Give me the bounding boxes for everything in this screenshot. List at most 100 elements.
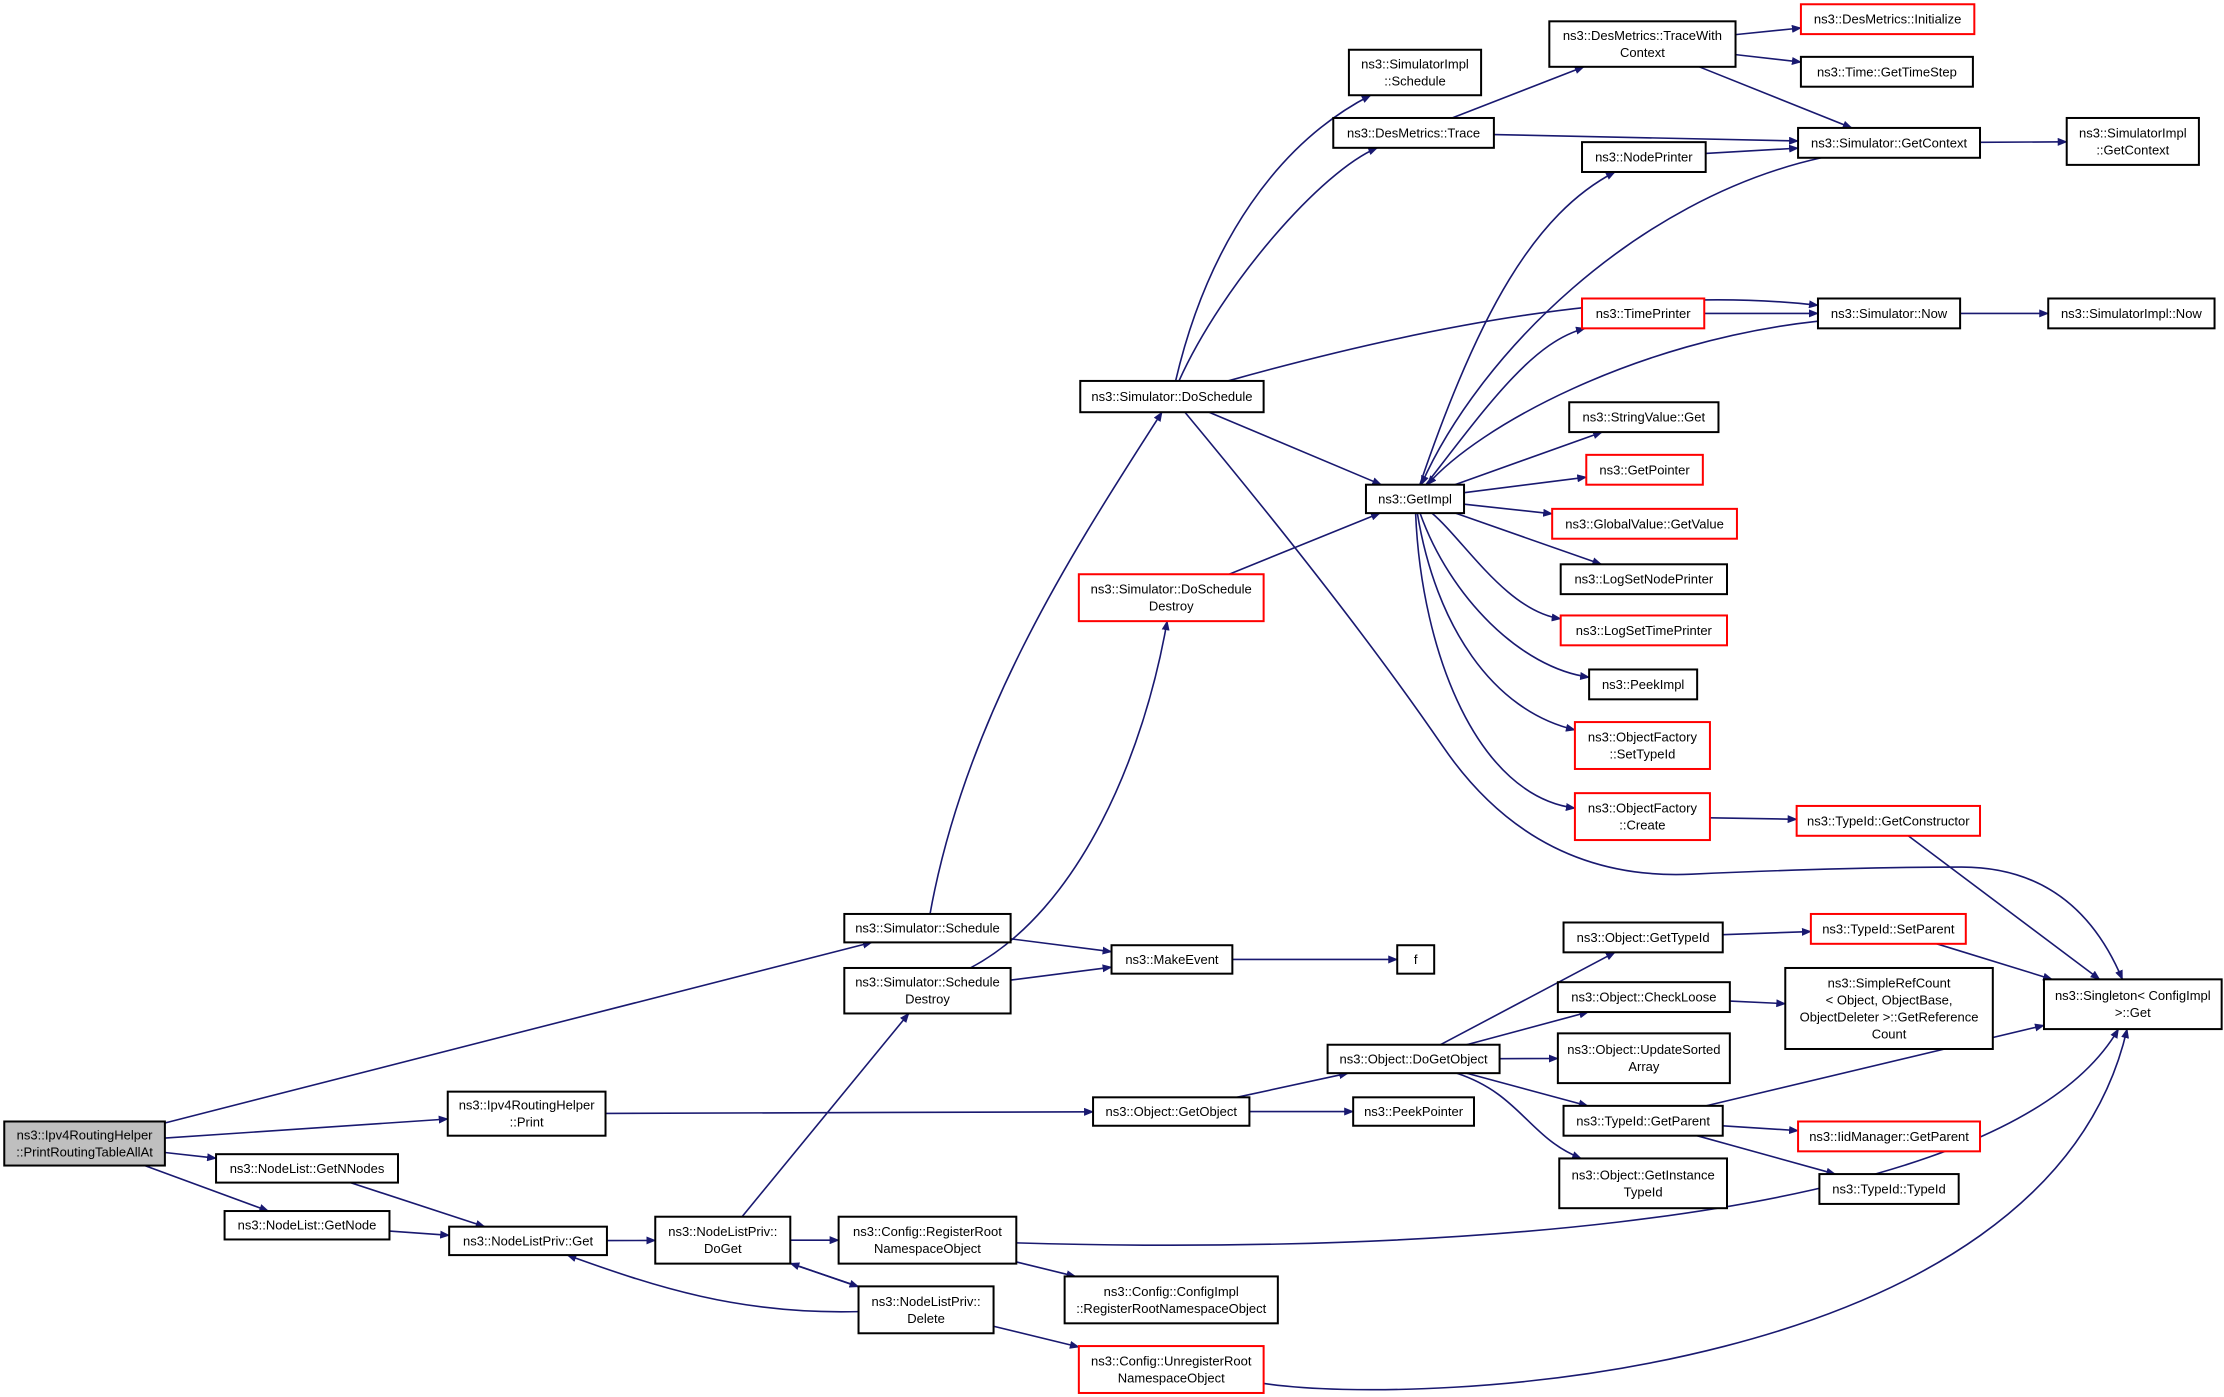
node-objfactcreate[interactable]: ns3::ObjectFactory::Create: [1573, 792, 1711, 842]
node-objcheckloose[interactable]: ns3::Object::CheckLoose: [1556, 981, 1731, 1014]
node-simgetcontext[interactable]: ns3::Simulator::GetContext: [1797, 126, 1982, 159]
node-timeprinter[interactable]: ns3::TimePrinter: [1581, 297, 1706, 330]
node-cfgunreg[interactable]: ns3::Config::UnregisterRootNamespaceObje…: [1077, 1345, 1265, 1394]
edge-cfgregroot-to-singletonget: [1016, 1028, 2120, 1246]
node-objgetobject[interactable]: ns3::Object::GetObject: [1092, 1096, 1251, 1127]
node-typeidtypeid[interactable]: ns3::TypeId::TypeId: [1818, 1173, 1960, 1205]
node-typeidgetparent[interactable]: ns3::TypeId::GetParent: [1562, 1104, 1724, 1137]
node-getnnodes[interactable]: ns3::NodeList::GetNNodes: [215, 1153, 399, 1184]
node-globalvaluegetvalue[interactable]: ns3::GlobalValue::GetValue: [1551, 507, 1738, 540]
edge-simdoschedule-to-singletonget: [1184, 411, 2124, 981]
node-box: [1799, 3, 1976, 36]
node-box: [654, 1215, 792, 1265]
node-singletonget[interactable]: ns3::Singleton< ConfigImpl >::Get: [2042, 978, 2223, 1031]
node-label: ns3::Config::RegisterRoot: [853, 1224, 1002, 1239]
node-ipv4print[interactable]: ns3::Ipv4RoutingHelper::Print: [446, 1090, 607, 1137]
node-getpointer[interactable]: ns3::GetPointer: [1585, 453, 1704, 486]
edge-simgetcontext-to-simimplgetcontext: [1980, 137, 2068, 146]
node-f[interactable]: f: [1396, 944, 1436, 975]
node-box: [1396, 944, 1436, 975]
edge-getnode-to-nlpget: [389, 1230, 451, 1239]
node-label: ::SetTypeId: [1610, 747, 1676, 762]
node-label: Array: [1628, 1059, 1660, 1074]
node-objfactsettypeid[interactable]: ns3::ObjectFactory::SetTypeId: [1573, 721, 1711, 770]
node-typeidsetparent[interactable]: ns3::TypeId::SetParent: [1809, 912, 1967, 945]
node-iidmanagergetparent[interactable]: ns3::IidManager::GetParent: [1797, 1120, 1982, 1153]
node-box: [1347, 48, 1483, 97]
node-makeevent[interactable]: ns3::MakeEvent: [1110, 944, 1234, 975]
node-label: ns3::PeekPointer: [1364, 1104, 1464, 1119]
node-typeidgetconstructor[interactable]: ns3::TypeId::GetConstructor: [1795, 804, 1982, 837]
node-nodeprinter[interactable]: ns3::NodePrinter: [1581, 141, 1707, 173]
node-box: [1585, 453, 1704, 486]
edge-objdogetobject-to-objgettypeid: [1440, 951, 1616, 1046]
node-label: ns3::NodeListPriv::: [668, 1224, 777, 1239]
node-objdogetobject[interactable]: ns3::Object::DoGetObject: [1326, 1043, 1501, 1075]
edge-nlpdelete-to-cfgunreg: [993, 1325, 1080, 1349]
node-simimplnow[interactable]: ns3::SimulatorImpl::Now: [2047, 297, 2216, 330]
node-label: ns3::LogSetNodePrinter: [1574, 572, 1713, 587]
node-root[interactable]: ns3::Ipv4RoutingHelper::PrintRoutingTabl…: [3, 1120, 166, 1167]
node-box: [223, 1210, 391, 1241]
node-timegettimestep[interactable]: ns3::Time::GetTimeStep: [1799, 55, 1974, 88]
node-box: [215, 1153, 399, 1184]
node-getimpl[interactable]: ns3::GetImpl: [1364, 483, 1466, 515]
node-box: [1581, 141, 1707, 173]
node-objgettypeid[interactable]: ns3::Object::GetTypeId: [1562, 921, 1724, 954]
node-simimplgetcontext[interactable]: ns3::SimulatorImpl::GetContext: [2065, 116, 2200, 166]
node-box: [1795, 804, 1982, 837]
edge-objcheckloose-to-simplerefcount: [1729, 999, 1787, 1008]
node-label: ns3::NodeList::GetNode: [238, 1218, 377, 1233]
node-label: ::RegisterRootNamespaceObject: [1076, 1301, 1266, 1316]
node-box: [1573, 792, 1711, 842]
node-label: f: [1414, 952, 1418, 967]
node-cfgimplreg[interactable]: ns3::Config::ConfigImpl::RegisterRootNam…: [1063, 1275, 1279, 1325]
node-box: [1077, 573, 1265, 623]
node-nlpdelete[interactable]: ns3::NodeListPriv::Delete: [857, 1285, 995, 1335]
node-box: [857, 1285, 995, 1335]
node-logsettimeprinter[interactable]: ns3::LogSetTimePrinter: [1559, 614, 1729, 647]
node-label: ns3::Object::CheckLoose: [1571, 990, 1716, 1005]
node-box: [2047, 297, 2216, 330]
node-nlpget[interactable]: ns3::NodeListPriv::Get: [448, 1225, 608, 1257]
node-simdoschedule[interactable]: ns3::Simulator::DoSchedule: [1079, 379, 1265, 414]
node-logsetnodeprinter[interactable]: ns3::LogSetNodePrinter: [1559, 563, 1729, 596]
edge-root-to-getnode: [144, 1164, 270, 1212]
edge-nlpdelete-to-nlpget: [566, 1254, 859, 1313]
node-peekpointer[interactable]: ns3::PeekPointer: [1352, 1096, 1475, 1127]
node-label: ns3::ObjectFactory: [1588, 730, 1698, 745]
node-label: >::Get: [2115, 1005, 2151, 1020]
node-label: ns3::Object::DoGetObject: [1340, 1051, 1489, 1066]
edge-simdoschedule-to-desmetricstrace: [1178, 147, 1379, 382]
edge-getimpl-to-globalvaluegetvalue: [1463, 503, 1554, 517]
node-simplerefcount[interactable]: ns3::SimpleRefCount< Object, ObjectBase,…: [1784, 966, 1994, 1050]
edge-simscheduledestroy-to-simdoscheduledestroy: [969, 620, 1170, 969]
edge-simgetcontext-to-getimpl: [1420, 156, 1822, 486]
edge-nodeprinter-to-simgetcontext: [1705, 144, 1800, 155]
node-box: [837, 1215, 1018, 1265]
node-desmetricstrace[interactable]: ns3::DesMetrics::Trace: [1332, 116, 1495, 149]
node-label: ns3::Simulator::Schedule: [855, 975, 1000, 990]
edge-typeidgetparent-to-iidmanagergetparent: [1722, 1125, 1800, 1135]
node-simnow[interactable]: ns3::Simulator::Now: [1816, 297, 1962, 330]
node-desmetricsinit[interactable]: ns3::DesMetrics::Initialize: [1799, 3, 1976, 36]
node-nlpdoget[interactable]: ns3::NodeListPriv::DoGet: [654, 1215, 792, 1265]
node-label: ns3::Ipv4RoutingHelper: [459, 1098, 596, 1113]
node-getnode[interactable]: ns3::NodeList::GetNode: [223, 1210, 391, 1241]
node-simimplschedule[interactable]: ns3::SimulatorImpl::Schedule: [1347, 48, 1483, 97]
node-cfgregroot[interactable]: ns3::Config::RegisterRootNamespaceObject: [837, 1215, 1018, 1265]
edge-objgettypeid-to-typeidsetparent: [1722, 927, 1812, 936]
node-label: ::Schedule: [1384, 73, 1445, 88]
node-label: ::GetContext: [2096, 142, 2169, 157]
node-simschedule[interactable]: ns3::Simulator::Schedule: [843, 912, 1012, 944]
node-label: Context: [1620, 45, 1665, 60]
node-peekimpl[interactable]: ns3::PeekImpl: [1588, 668, 1699, 701]
edge-nlpdoget-to-simscheduledestroy: [741, 1012, 910, 1218]
node-stringvalueget[interactable]: ns3::StringValue::Get: [1568, 401, 1720, 434]
node-label: ns3::Object::UpdateSorted: [1567, 1042, 1720, 1057]
